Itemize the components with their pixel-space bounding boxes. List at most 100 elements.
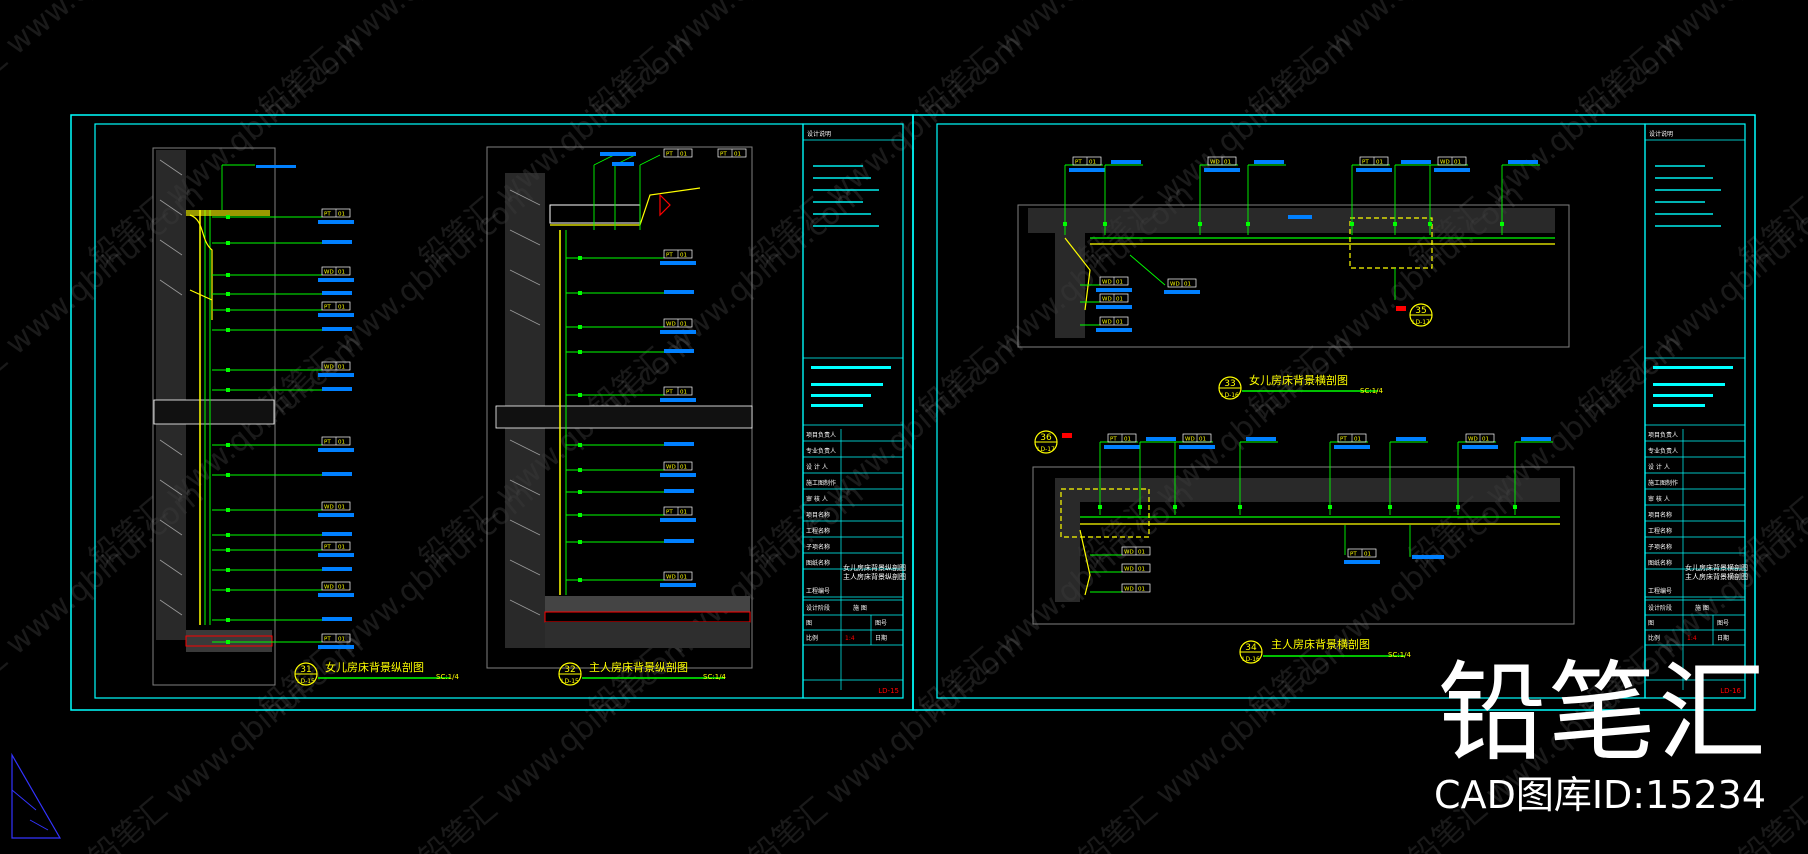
tag-description — [660, 398, 696, 402]
tag-code: WD — [1170, 282, 1180, 288]
tag-description — [318, 220, 354, 224]
tag-number: 01 — [1454, 160, 1461, 166]
tag-code: WD — [666, 465, 676, 471]
tag-number: 01 — [1199, 437, 1206, 443]
tb-scale: 比例 — [1648, 634, 1660, 642]
title-block-label: 审 核 人 — [1648, 495, 1670, 503]
sheet-number: LD-15 — [878, 687, 899, 695]
tag-code: WD — [666, 575, 676, 581]
tb-scale-value: 1:4 — [845, 635, 855, 642]
drawing-title: 主人房床背景横剖图 — [1271, 637, 1370, 651]
tb-design-stage: 设计阶段 — [1648, 604, 1672, 612]
title-block-label: 工程名称 — [806, 527, 830, 535]
tag-code: PT — [324, 212, 331, 218]
drawing-34-section — [1032, 466, 1575, 625]
tag-description — [318, 373, 354, 377]
drawing-name-line: 主人房床背景纵剖图 — [843, 572, 906, 581]
tag-number: 01 — [1089, 160, 1096, 166]
tag-description — [660, 330, 696, 334]
tag-code: PT — [666, 253, 673, 259]
tag-code: PT — [666, 390, 673, 396]
title-block-label: 专业负责人 — [1648, 447, 1678, 455]
tag-number: 01 — [680, 253, 687, 259]
tag-code: WD — [1124, 550, 1134, 556]
tag-description — [318, 313, 354, 317]
callout-number: 36 — [1040, 433, 1052, 443]
tag-number: 01 — [1354, 437, 1361, 443]
cad-library-id: CAD图库ID:15234 — [1434, 773, 1766, 817]
tb-stage-value: 施 图 — [853, 604, 867, 612]
tag-code: PT — [666, 510, 673, 516]
title-block-label: 图纸名称 — [1648, 559, 1672, 567]
tag-description — [1434, 168, 1470, 172]
sheet-frame-right — [912, 114, 1756, 711]
title-31: 31 LD-15 女儿房床背景纵剖图 SC:1/4 — [294, 660, 460, 686]
tag-number: 01 — [338, 270, 345, 276]
callout-ref: LD-17 — [1412, 319, 1430, 326]
tag-number: 01 — [1224, 160, 1231, 166]
drawing-scale: SC:1/4 — [1360, 387, 1384, 395]
brand-logo: 铅笔汇 — [1437, 651, 1768, 776]
title-block-label: 审 核 人 — [806, 495, 828, 503]
tag-code: WD — [324, 585, 334, 591]
tag-number: 01 — [1138, 587, 1145, 593]
drawing-number: 32 — [564, 665, 575, 675]
tb-date: 日期 — [875, 634, 887, 642]
tag-description — [660, 473, 696, 477]
title-block-label: 项目名称 — [1648, 511, 1672, 519]
tb-date: 日期 — [1717, 634, 1729, 642]
tag-number: 01 — [338, 637, 345, 643]
tb-scale: 比例 — [806, 634, 818, 642]
tag-description — [660, 518, 696, 522]
tb-drawing: 图 — [806, 620, 812, 627]
title-block-label: 项目名称 — [806, 511, 830, 519]
tag-description — [1104, 445, 1140, 449]
title-block-label: 子项名称 — [1648, 543, 1672, 551]
tag-code: WD — [1185, 437, 1195, 443]
tag-description — [318, 645, 354, 649]
drawing-number: 31 — [300, 665, 311, 675]
callout-35: 35 LD-17 — [1396, 303, 1433, 327]
title-block-label: 施工图制作 — [806, 479, 836, 487]
sheet-number: LD-16 — [1720, 687, 1741, 695]
tag-code: PT — [666, 152, 673, 158]
drawing-ref: LD-15 — [561, 678, 579, 685]
title-block-label: 设 计 人 — [806, 463, 828, 471]
tag-number: 01 — [1124, 437, 1131, 443]
tag-code: PT — [1075, 160, 1082, 166]
tag-description — [318, 593, 354, 597]
tag-code: WD — [1468, 437, 1478, 443]
drawing-title: 主人房床背景纵剖图 — [589, 660, 688, 674]
title-33: 33 LD-16 女儿房床背景横剖图 SC:1/4 — [1218, 373, 1384, 400]
tag-code: PT — [1362, 160, 1369, 166]
tag-description — [1462, 445, 1498, 449]
tag-code: PT — [1340, 437, 1347, 443]
callout-ref: LD-17 — [1037, 446, 1055, 453]
tag-code: WD — [1102, 320, 1112, 326]
tag-number: 01 — [1138, 567, 1145, 573]
drawing-scale: SC:1/4 — [436, 673, 460, 681]
tag-code: WD — [324, 505, 334, 511]
tag-code: WD — [1124, 587, 1134, 593]
title-block-label: 图纸名称 — [806, 559, 830, 567]
title-block-label: 工程名称 — [1648, 527, 1672, 535]
tag-description — [1096, 305, 1132, 309]
tag-description — [660, 261, 696, 265]
title-block-label: 设 计 人 — [1648, 463, 1670, 471]
tag-number: 01 — [1482, 437, 1489, 443]
drawing-title: 女儿房床背景纵剖图 — [325, 660, 424, 674]
tag-number: 01 — [338, 545, 345, 551]
tb-scale-value: 1:4 — [1687, 635, 1697, 642]
tag-description — [1356, 168, 1392, 172]
tag-number: 01 — [338, 365, 345, 371]
tag-code: PT — [324, 305, 331, 311]
title-32: 32 LD-15 主人房床背景纵剖图 SC:1/4 — [558, 660, 727, 686]
tb-design-stage: 设计阶段 — [806, 604, 830, 612]
tag-description — [1096, 288, 1132, 292]
title-block-label: 施工图制作 — [1648, 479, 1678, 487]
tag-code: WD — [324, 270, 334, 276]
